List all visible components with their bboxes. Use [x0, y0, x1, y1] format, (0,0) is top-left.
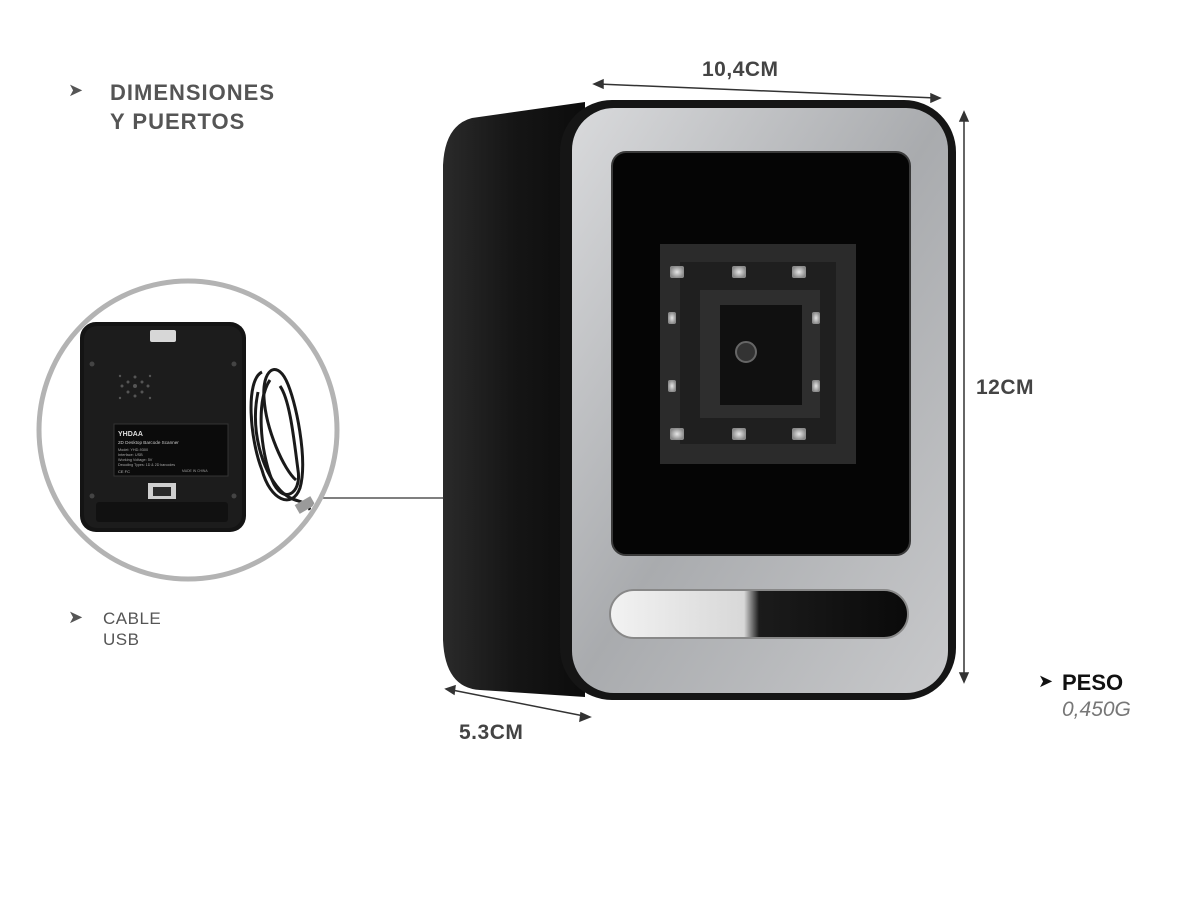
led-array [668, 266, 820, 440]
sticker-marks: CE FC [118, 469, 130, 474]
bullet-arrow-icon: ➤ [68, 80, 84, 100]
height-label: 12CM [976, 376, 1035, 399]
camera-lens-icon [735, 341, 757, 363]
bullet-arrow-icon: ➤ [68, 607, 84, 627]
width-label: 10,4CM [702, 58, 779, 81]
sticker-line-4: Decoding Types: 1D & 2D barcodes [118, 463, 175, 467]
cable-line-2: USB [103, 630, 140, 649]
sticker-title: 2D Desktop Barcode Scanner [118, 440, 179, 445]
height-dimension-arrow [958, 110, 970, 684]
depth-dimension-arrow [444, 684, 592, 723]
sticker-line-3: Working Voltage: 5V [118, 458, 153, 462]
sticker-line-1: Model: YHD-9300 [118, 448, 148, 452]
depth-label: 5.3CM [459, 721, 524, 744]
heading-line-1: DIMENSIONES [110, 80, 276, 105]
bullet-arrow-icon: ➤ [1038, 671, 1054, 691]
width-dimension-arrow [592, 78, 942, 104]
speaker-grille-icon [118, 374, 152, 400]
device-back-view [80, 322, 316, 532]
product-label-sticker [113, 423, 229, 477]
weight-label: PESO [1062, 670, 1124, 695]
device-side [443, 102, 585, 697]
card-slot [609, 589, 909, 639]
sticker-line-2: Interface: USB [118, 453, 143, 457]
heading-line-2: Y PUERTOS [110, 109, 246, 134]
weight-value: 0,450G [1062, 698, 1131, 721]
cable-line-1: CABLE [103, 609, 162, 628]
section-heading: DIMENSIONES Y PUERTOS [110, 78, 275, 136]
sticker-made: MADE IN CHINA [182, 469, 208, 473]
usb-plug-icon [294, 496, 316, 514]
sticker-brand: YHDAA [118, 431, 143, 438]
cable-label: CABLE USB [103, 608, 161, 650]
